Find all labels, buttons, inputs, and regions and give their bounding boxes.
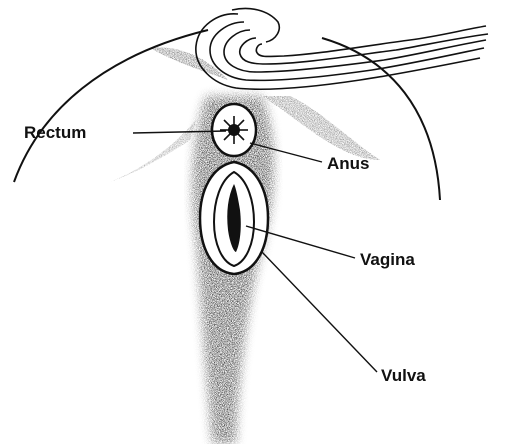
leader-vulva (262, 252, 377, 372)
anus-shape (212, 104, 256, 156)
hair-swirl (196, 9, 488, 90)
label-rectum: Rectum (24, 124, 86, 141)
label-vagina: Vagina (360, 251, 415, 268)
label-anus: Anus (327, 155, 370, 172)
vulva-shape (200, 162, 268, 274)
label-vulva: Vulva (381, 367, 426, 384)
body-outline-right (322, 38, 440, 200)
